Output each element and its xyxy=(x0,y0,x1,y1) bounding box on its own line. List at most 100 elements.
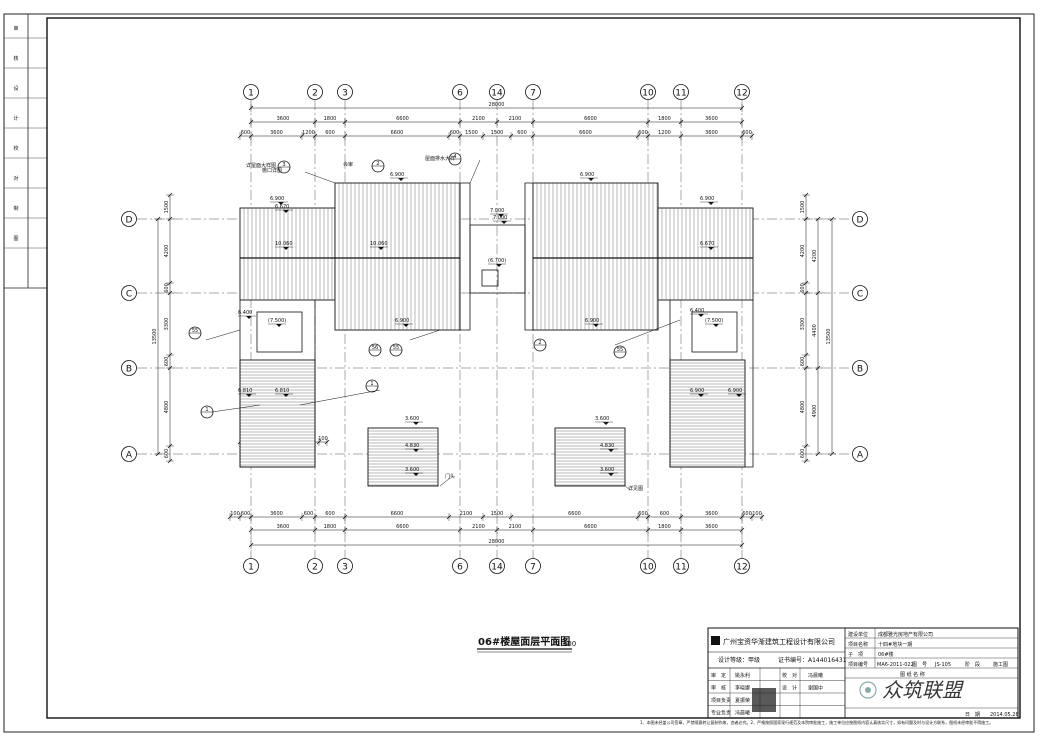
elevation-label: 3.600 xyxy=(405,416,419,422)
elevation-label: 6.900 xyxy=(580,172,594,178)
grid-label: 12 xyxy=(736,89,747,99)
elevation-label: 10.060 xyxy=(370,241,388,247)
strip-label: 核 xyxy=(13,55,18,62)
dim-label: 6600 xyxy=(584,524,597,530)
detail-callout-number: 2 xyxy=(376,161,379,167)
stair-left xyxy=(239,359,316,468)
dim-label: 600 xyxy=(742,130,752,136)
grid-label: 11 xyxy=(675,563,686,573)
dim-label: 1800 xyxy=(658,524,671,530)
dim-label: 100 xyxy=(230,511,240,517)
dim-label: 3600 xyxy=(277,524,290,530)
dim-label: 6600 xyxy=(568,511,581,517)
strip-label: 图 xyxy=(13,236,18,242)
elevation-marker xyxy=(498,214,504,217)
elevation-marker xyxy=(501,221,507,224)
drawing-scale: 1:100 xyxy=(556,640,576,648)
grid-label: C xyxy=(857,290,863,300)
grid-bubble xyxy=(673,84,689,100)
dim-label: 28000 xyxy=(489,539,505,545)
grid-label: 3 xyxy=(342,89,348,99)
title-block-signature-rows: 审 定姚永利校 对冯晨曦审 核李晓娜设 计谢国中项目负责夏振荣专业负责冯晨曦 xyxy=(708,667,845,718)
dim-label: 600 xyxy=(164,357,170,367)
dim-label: 6600 xyxy=(396,116,409,122)
dim-label: 600 xyxy=(638,130,648,136)
certificate-number: 证书编号：A144016431 xyxy=(778,656,847,664)
dim-label: 2100 xyxy=(472,524,485,530)
elevation-marker xyxy=(708,202,714,205)
tb-sheet: JS-105 xyxy=(934,662,951,668)
elevation-marker xyxy=(608,473,614,476)
elevation-marker xyxy=(276,324,282,327)
detail-callout-number: 56 xyxy=(372,345,378,351)
grid-bubble xyxy=(243,558,259,574)
dim-label: 3600 xyxy=(270,130,283,136)
dim-label: 2100 xyxy=(509,116,522,122)
strip-label: 审 xyxy=(13,25,18,32)
watermark: 众筑联盟 xyxy=(859,678,964,702)
grid-bubble xyxy=(121,285,137,301)
grid-bubble xyxy=(337,558,353,574)
grid-bubble xyxy=(121,446,137,462)
elevation-marker xyxy=(403,324,409,327)
grid-label: 14 xyxy=(491,89,503,99)
dim-label: 13500 xyxy=(152,329,158,345)
tb-role: 审 核 xyxy=(711,685,726,692)
tb-name: 李晓娜 xyxy=(735,685,750,692)
title-block: 广州宝资华渐建筑工程设计有限公司 设计等级：甲级 证书编号：A144016431… xyxy=(707,627,1019,719)
sheet-outer-border xyxy=(3,13,1035,733)
grid-label: 2 xyxy=(312,563,318,573)
tb-name-label: 图 纸 名 称 xyxy=(900,671,925,678)
canopy-right xyxy=(554,427,626,487)
strip-label: 校 xyxy=(13,145,18,152)
watermark-icon xyxy=(859,681,877,699)
grid-bubble xyxy=(452,558,468,574)
tb-date-label: 日 期 xyxy=(965,712,980,718)
leader-line xyxy=(211,404,261,413)
grid-bubble xyxy=(525,558,541,574)
dim-label: 600 xyxy=(517,130,527,136)
watermark-icon-inner xyxy=(865,687,871,693)
elevation-marker xyxy=(698,314,704,317)
elevation-marker xyxy=(413,473,419,476)
elevation-marker xyxy=(378,247,384,250)
elevation-label: 3.600 xyxy=(595,416,609,422)
grid-bubble xyxy=(640,558,656,574)
detail-callout-number: 1 xyxy=(370,381,373,387)
elevation-marker xyxy=(698,394,704,397)
annotation: 详见图 xyxy=(628,485,643,492)
elevation-marker xyxy=(283,210,289,213)
elevation-marker xyxy=(708,247,714,250)
elevation-marker xyxy=(593,324,599,327)
grid-label: 10 xyxy=(642,89,654,99)
detail-callout-number: 2 xyxy=(538,340,541,346)
dim-label: 2100 xyxy=(460,511,473,517)
dim-label: 1500 xyxy=(465,130,478,136)
elevation-label: 10.060 xyxy=(275,241,293,247)
dim-label: 4200 xyxy=(812,250,818,263)
design-grade: 设计等级：甲级 xyxy=(718,656,760,664)
leader-line xyxy=(439,477,451,487)
grid-label: 12 xyxy=(736,563,747,573)
elevation-label: 6.900 xyxy=(390,172,404,178)
tb-name: 夏振荣 xyxy=(735,697,750,704)
dim-label: 1800 xyxy=(324,116,337,122)
elevation-label: 6.810 xyxy=(275,388,289,394)
grid-label: 7 xyxy=(530,89,536,99)
grid-label: 14 xyxy=(491,563,503,573)
elevation-marker xyxy=(413,422,419,425)
grid-label: A xyxy=(857,451,864,461)
elevation-label: 6.670 xyxy=(700,241,714,247)
elevation-marker xyxy=(588,178,594,181)
grid-bubble xyxy=(121,211,137,227)
dim-label: 3600 xyxy=(705,511,718,517)
elevation-marker xyxy=(496,264,502,267)
tb-name: 姚永利 xyxy=(735,672,750,679)
grid-bubble xyxy=(734,558,750,574)
grid-label: D xyxy=(857,216,864,226)
annotation: 屋面排水大样 xyxy=(425,155,455,162)
grid-bubble xyxy=(307,84,323,100)
tb-drawing-no: MA6-2011-022 xyxy=(877,662,914,668)
